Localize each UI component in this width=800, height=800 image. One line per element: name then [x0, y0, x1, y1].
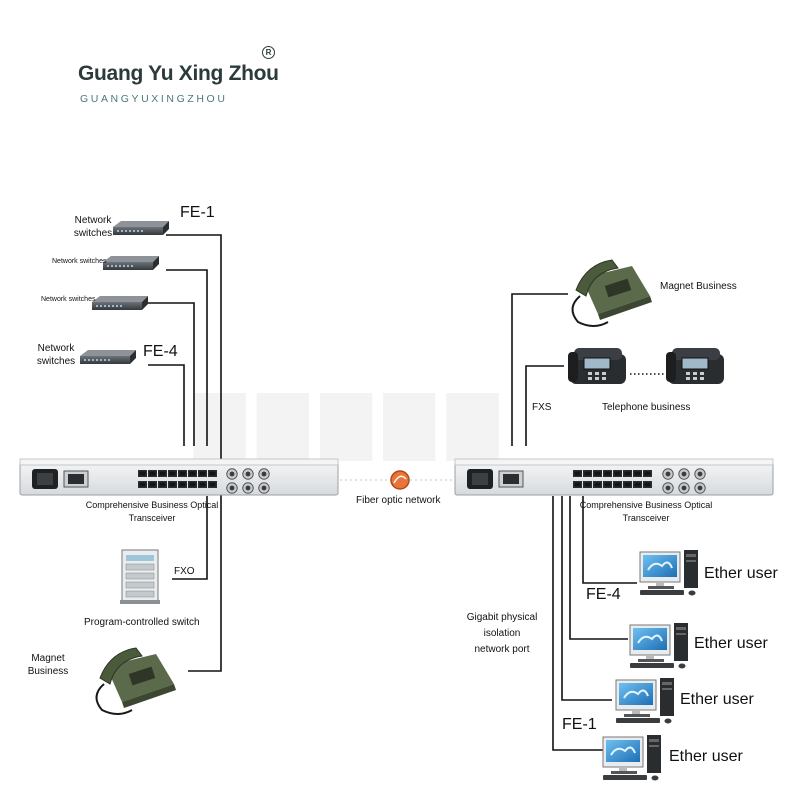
left-transceiver-label-line2: Transceiver: [128, 513, 176, 523]
ether-user-label-1: Ether user: [704, 565, 778, 582]
right-transceiver-label-line2: Transceiver: [622, 513, 670, 523]
ether-user-pc-3: [615, 677, 675, 725]
network-switch-2: [103, 256, 159, 270]
ether-user-pc-4: [602, 734, 662, 782]
switch-3-label: Network switches: [41, 296, 96, 303]
ether-user-label-2: Ether user: [694, 635, 768, 652]
gigabit-label-line2: isolation: [483, 628, 521, 639]
switch-4-label: Network switches: [28, 342, 84, 368]
left-magnet-label-line1: Magnet: [31, 653, 65, 664]
fiber-link: [340, 470, 453, 490]
right-magnet-phone: [571, 259, 653, 327]
switch-2-label: Network switches: [52, 258, 107, 265]
switch-4-label-line1: Network: [37, 343, 75, 354]
switch-1-label-line2: switches: [73, 228, 113, 239]
switch-4-label-line2: switches: [36, 356, 76, 367]
left-transceiver-label-line1: Comprehensive Business Optical: [85, 500, 219, 510]
background-watermark: ▇▇▇▇▇: [195, 385, 511, 460]
right-connection-lines: [511, 293, 637, 751]
brand-name: Guang Yu Xing Zhou: [78, 62, 279, 85]
gigabit-label-line3: network port: [474, 644, 530, 655]
left-fe-bottom: FE-4: [143, 343, 178, 360]
network-switch-4: [80, 350, 136, 364]
telephone-1: [567, 347, 627, 385]
telephone-label: Telephone business: [602, 402, 691, 413]
ether-user-pc-2: [629, 622, 689, 670]
left-magnet-phone: [95, 647, 177, 715]
right-transceiver-label: Comprehensive Business Optical Transceiv…: [566, 499, 726, 525]
network-switch-3: [92, 296, 148, 310]
ether-user-pc-1: [639, 549, 699, 597]
right-transceiver-label-line1: Comprehensive Business Optical: [579, 500, 713, 510]
pbx-label: Program-controlled switch: [84, 617, 200, 628]
fiber-label: Fiber optic network: [356, 495, 441, 506]
left-connection-lines: [148, 234, 222, 672]
brand-subtitle: GUANGYUXINGZHOU: [80, 93, 228, 105]
left-transceiver: [19, 458, 339, 496]
pbx-cabinet: [120, 549, 160, 604]
left-magnet-label-line2: Business: [27, 666, 69, 677]
fxo-label: FXO: [174, 566, 195, 577]
gigabit-label: Gigabit physical isolation network port: [462, 610, 542, 658]
right-fe-top: FE-4: [586, 586, 621, 603]
gigabit-label-line1: Gigabit physical: [466, 612, 538, 623]
switch-1-label-line1: Network: [74, 215, 112, 226]
telephone-2: [665, 347, 725, 385]
ether-user-label-4: Ether user: [669, 748, 743, 765]
switch-1-label: Network switches: [64, 214, 122, 240]
left-magnet-label: Magnet Business: [24, 652, 72, 678]
right-fe-bottom: FE-1: [562, 716, 597, 733]
right-magnet-label: Magnet Business: [660, 281, 737, 292]
left-transceiver-label: Comprehensive Business Optical Transceiv…: [72, 499, 232, 525]
fxs-label: FXS: [532, 402, 552, 413]
left-fe-top: FE-1: [180, 204, 215, 221]
ether-user-label-3: Ether user: [680, 691, 754, 708]
fiber-icon: [390, 470, 410, 490]
right-transceiver: [454, 458, 774, 496]
registered-mark: R: [262, 46, 275, 59]
